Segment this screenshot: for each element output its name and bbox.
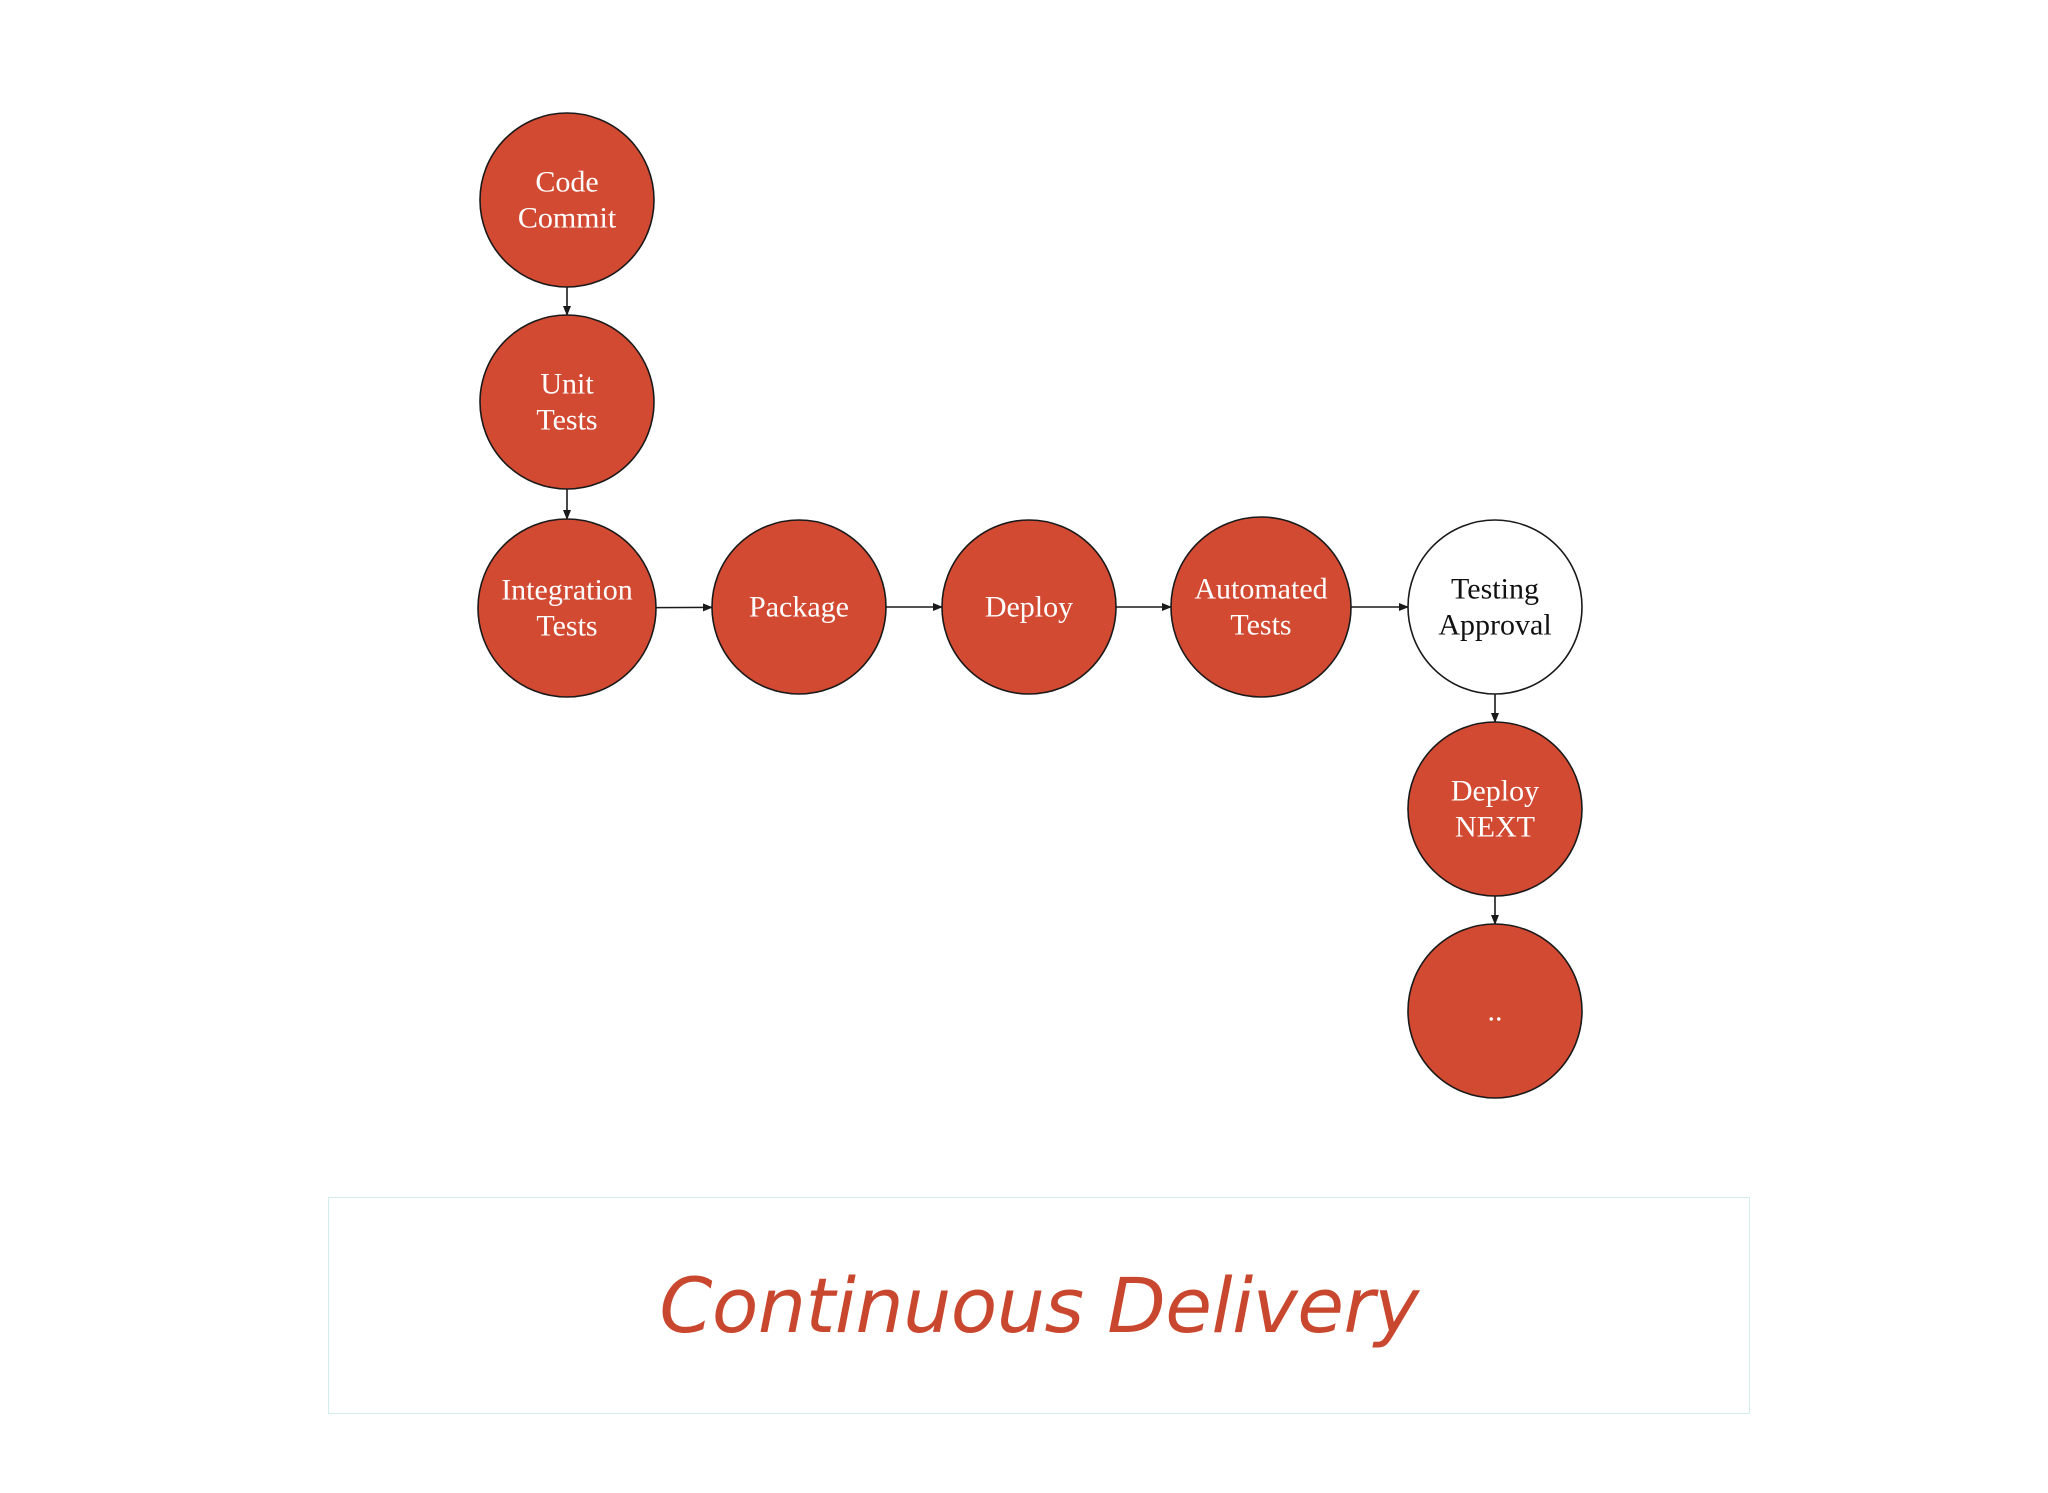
node-circle-integration-tests	[477, 518, 657, 698]
caption-title: Continuous Delivery	[659, 1261, 1419, 1350]
node-ellipsis: ..	[1407, 923, 1583, 1099]
node-label-code-commit: Commit	[518, 202, 617, 235]
node-circle-automated-tests	[1170, 516, 1352, 698]
node-label-automated-tests: Tests	[1230, 609, 1291, 642]
node-label-integration-tests: Integration	[501, 574, 633, 607]
pipeline-nodes: CodeCommitUnitTestsIntegrationTestsPacka…	[477, 112, 1583, 1099]
node-circle-testing-approval	[1407, 519, 1583, 695]
node-label-ellipsis: ..	[1488, 995, 1503, 1028]
node-label-deploy: Deploy	[985, 591, 1073, 624]
node-label-testing-approval: Testing	[1451, 573, 1539, 606]
node-label-package: Package	[749, 591, 849, 624]
node-deploy: Deploy	[941, 519, 1117, 695]
node-circle-package	[711, 519, 887, 695]
node-circle-unit-tests	[479, 314, 655, 490]
node-circle-ellipsis	[1407, 923, 1583, 1099]
node-label-automated-tests: Automated	[1194, 573, 1327, 606]
node-label-code-commit: Code	[535, 166, 598, 199]
pipeline-diagram: CodeCommitUnitTestsIntegrationTestsPacka…	[477, 112, 1583, 1099]
node-label-deploy-next: Deploy	[1451, 775, 1539, 808]
node-label-unit-tests: Tests	[536, 404, 597, 437]
pipeline-edges	[563, 287, 1499, 925]
node-label-integration-tests: Tests	[536, 610, 597, 643]
node-circle-code-commit	[479, 112, 655, 288]
caption-box: Continuous Delivery	[328, 1197, 1750, 1414]
node-label-unit-tests: Unit	[540, 368, 594, 401]
node-label-testing-approval: Approval	[1438, 609, 1551, 642]
node-label-deploy-next: NEXT	[1455, 811, 1535, 844]
node-circle-deploy	[941, 519, 1117, 695]
node-package: Package	[711, 519, 887, 695]
node-circle-deploy-next	[1407, 721, 1583, 897]
